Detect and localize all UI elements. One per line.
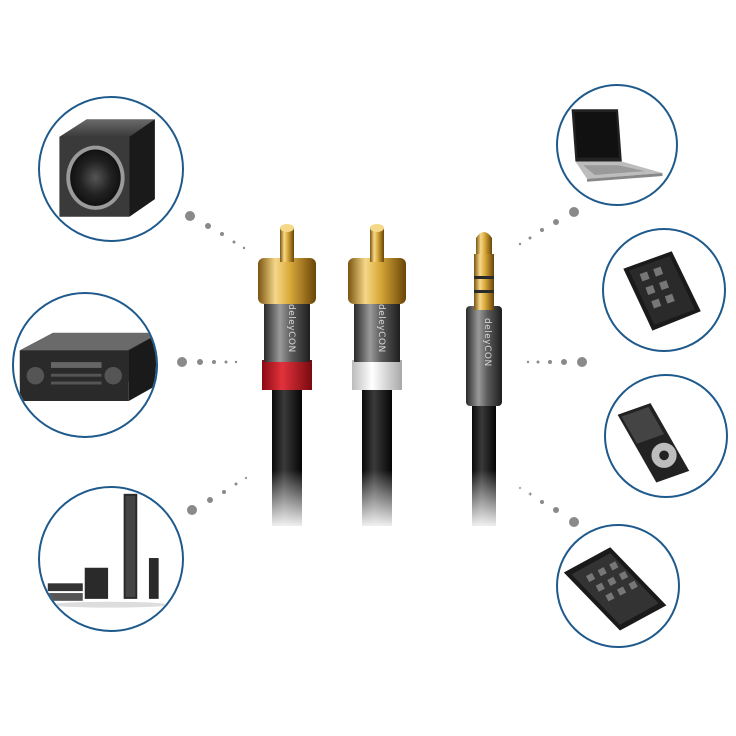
gold-sleeve <box>258 258 316 304</box>
gold-sleeve <box>348 258 406 304</box>
dot <box>207 497 213 503</box>
smartphone-icon <box>623 251 701 331</box>
dot <box>242 246 246 250</box>
brand-text-jack: deleyCON <box>482 318 492 367</box>
dot <box>222 490 226 494</box>
tablet-icon <box>563 547 667 631</box>
dot <box>540 500 544 504</box>
dot <box>536 360 540 364</box>
gold-shaft <box>474 254 494 310</box>
brand-text-red: deleyCON <box>286 304 296 353</box>
dot <box>577 357 587 367</box>
metal-housing <box>466 306 502 406</box>
dot <box>224 360 228 364</box>
jack-plug-3-5mm <box>466 232 502 526</box>
tablet-circle <box>556 524 680 648</box>
subwoofer-circle <box>38 96 184 242</box>
gold-tip <box>476 232 492 254</box>
dot <box>220 232 224 236</box>
white-ring <box>352 360 402 390</box>
dot <box>528 236 532 240</box>
metal-housing <box>264 300 310 362</box>
dot <box>197 359 203 365</box>
dot <box>185 211 195 221</box>
smartphone-circle <box>602 228 726 352</box>
mp3-player-circle <box>604 374 728 498</box>
dot <box>548 360 552 364</box>
home-theater-icon <box>47 493 169 608</box>
dot <box>234 360 238 364</box>
gold-pin <box>280 228 294 262</box>
dot <box>569 517 579 527</box>
dot <box>540 228 544 232</box>
dot <box>561 359 567 365</box>
dot <box>187 505 197 515</box>
mp3-player-icon <box>617 403 690 483</box>
metal-housing <box>354 300 400 362</box>
dot <box>553 219 559 225</box>
receiver-circle <box>12 292 158 438</box>
dot <box>205 223 211 229</box>
dot <box>232 240 236 244</box>
dot <box>177 357 187 367</box>
subwoofer-icon <box>59 119 155 217</box>
dot <box>518 242 522 246</box>
laptop-circle <box>556 84 678 206</box>
gold-pin <box>370 228 384 262</box>
receiver-icon <box>19 332 156 401</box>
dot <box>234 482 238 486</box>
dot <box>569 207 579 217</box>
dot <box>526 360 530 364</box>
home-theater-circle <box>38 486 184 632</box>
red-ring <box>262 360 312 390</box>
dot <box>212 360 216 364</box>
laptop-icon <box>571 109 663 182</box>
dot <box>553 507 559 513</box>
brand-text-white: deleyCON <box>376 304 386 353</box>
